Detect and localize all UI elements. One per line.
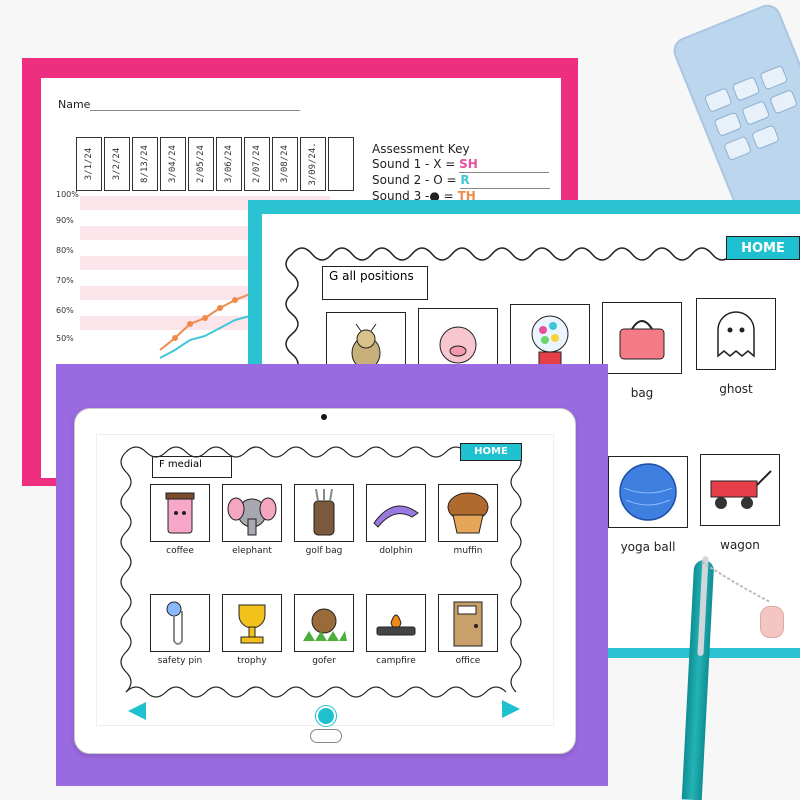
coffee-icon <box>165 492 195 534</box>
answer-sh: SH <box>459 157 550 173</box>
card-muffin[interactable] <box>438 484 498 542</box>
date-box: 3/09/24. <box>300 137 326 191</box>
card-gofer[interactable] <box>294 594 354 652</box>
card-label-safety-pin: safety pin <box>157 656 203 666</box>
assessment-key-row: Sound 1 - X = SH <box>372 157 550 173</box>
card-yoga-ball[interactable] <box>608 456 688 528</box>
date-box: 8/13/24 <box>132 137 158 191</box>
percent-label: 60% <box>56 306 74 315</box>
card-label-wagon: wagon <box>720 538 760 552</box>
teal-board-title: G all positions <box>322 266 428 300</box>
percent-label: 90% <box>56 216 74 225</box>
safety-pin-icon <box>166 601 183 645</box>
card-wagon[interactable] <box>700 454 780 526</box>
trophy-icon <box>238 604 266 644</box>
card-label-trophy: trophy <box>237 656 267 666</box>
card-campfire[interactable] <box>366 594 426 652</box>
teal-home-button[interactable]: HOME <box>726 236 800 260</box>
tablet-home-button[interactable]: HOME <box>460 443 522 461</box>
name-label: Name <box>58 98 91 111</box>
date-box: 2/05/24 <box>188 137 214 191</box>
ghost-icon <box>717 311 755 358</box>
card-office[interactable] <box>438 594 498 652</box>
yoga-ball-icon <box>619 463 677 521</box>
dolphin-icon <box>373 505 419 528</box>
pig-icon <box>439 326 477 364</box>
calculator-key <box>769 88 799 115</box>
date-box: 3/08/24 <box>272 137 298 191</box>
bug-icon <box>351 323 381 370</box>
logo-icon <box>316 706 336 726</box>
tablet-board-title: F medial <box>152 456 232 478</box>
card-golf-bag[interactable] <box>294 484 354 542</box>
wagon-icon <box>710 470 772 509</box>
date-box: 3/2/24 <box>104 137 130 191</box>
calculator-key <box>741 100 771 126</box>
tablet-home-key <box>310 729 342 743</box>
card-trophy[interactable] <box>222 594 282 652</box>
card-bag[interactable] <box>602 302 682 374</box>
calculator-key <box>750 124 780 150</box>
charm <box>760 606 784 638</box>
card-label-yoga-ball: yoga ball <box>620 540 676 554</box>
card-safety-pin[interactable] <box>150 594 210 652</box>
card-label-golf-bag: golf bag <box>305 546 343 556</box>
golf-bag-icon <box>313 488 335 536</box>
card-coffee[interactable] <box>150 484 210 542</box>
wavy-border <box>120 446 522 698</box>
date-box: 3/1/24 <box>76 137 102 191</box>
gumball-machine-icon <box>531 315 569 367</box>
card-label-ghost: ghost <box>719 382 753 396</box>
bag-icon <box>619 320 665 360</box>
gopher-icon <box>303 608 347 641</box>
card-label-muffin: muffin <box>453 546 483 556</box>
calculator-key <box>759 64 789 91</box>
campfire-icon <box>376 614 416 636</box>
date-box: 2/07/24 <box>244 137 270 191</box>
name-line <box>90 110 300 111</box>
card-ghost[interactable] <box>696 298 776 370</box>
date-row: 3/1/24 3/2/24 8/13/24 3/04/24 2/05/24 3/… <box>76 137 356 191</box>
charm-chain <box>701 561 771 603</box>
card-label-elephant: elephant <box>232 546 272 556</box>
camera-icon <box>321 414 327 420</box>
calculator-key <box>723 135 753 162</box>
tablet-screen <box>96 434 554 726</box>
calculator-key <box>731 76 761 102</box>
date-box: 3/06/24 <box>216 137 242 191</box>
date-box: 3/04/24 <box>160 137 186 191</box>
calculator-key <box>703 87 733 113</box>
muffin-icon <box>447 492 489 534</box>
card-label-dolphin: dolphin <box>379 546 413 556</box>
previous-arrow-icon[interactable] <box>128 702 146 720</box>
card-elephant[interactable] <box>222 484 282 542</box>
card-label-campfire: campfire <box>376 656 416 666</box>
percent-label: 50% <box>56 334 74 343</box>
card-dolphin[interactable] <box>366 484 426 542</box>
progress-lines <box>159 293 251 359</box>
percent-label: 80% <box>56 246 74 255</box>
assessment-key-title: Assessment Key <box>372 142 470 156</box>
assessment-key-row: Sound 2 - O = R <box>372 173 551 189</box>
card-label-office: office <box>455 656 481 666</box>
card-label-coffee: coffee <box>166 546 194 556</box>
percent-label: 70% <box>56 276 74 285</box>
office-door-icon <box>453 601 483 647</box>
answer-r: R <box>460 173 551 189</box>
next-arrow-icon[interactable] <box>502 700 520 718</box>
date-box <box>328 137 354 191</box>
card-label-bag: bag <box>630 386 654 400</box>
calculator-key <box>713 111 743 138</box>
card-label-gofer: gofer <box>312 656 336 666</box>
assessment-key: Assessment Key Sound 1 - X = SH Sound 2 … <box>372 142 551 205</box>
elephant-icon <box>227 497 277 536</box>
percent-label: 100% <box>56 190 79 199</box>
